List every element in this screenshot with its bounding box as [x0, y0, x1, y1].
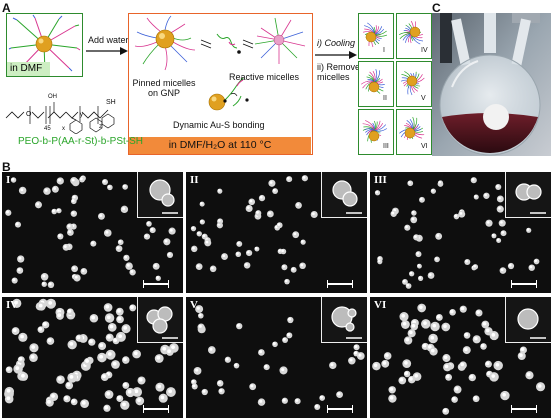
pinned-micelles-label: Pinned micelles on GNP: [132, 78, 196, 98]
sem-scale-bar-1: [143, 280, 169, 288]
micelle-scheme: [134, 15, 306, 111]
product-label-4: IV: [421, 47, 428, 54]
add-water-arrow: [86, 47, 128, 55]
sem-inset-2: [321, 172, 367, 218]
sem-panel-label-4: IV: [6, 299, 19, 311]
sem-panel-label-3: III: [374, 174, 387, 186]
product-cell-2: II: [358, 61, 394, 107]
product-cell-3: III: [358, 109, 394, 155]
panel-label-b: B: [2, 160, 11, 174]
product-label-6: VI: [421, 143, 428, 150]
sem-particles-1: [5, 175, 176, 289]
product-cell-4: IV: [396, 13, 432, 59]
structure-oh: OH: [48, 94, 57, 100]
flask-photo: [432, 13, 551, 156]
add-water-label: Add water: [88, 35, 129, 45]
sem-inset-5: [321, 297, 367, 343]
flask-illustration: [432, 13, 551, 156]
sem-scale-bar-2: [327, 280, 353, 288]
product-cell-1: I: [358, 13, 394, 59]
polymer-structure: O 45 OH x y z SH: [5, 94, 116, 134]
process-arrow: [315, 51, 357, 59]
janus-particle-4: IV: [398, 20, 428, 54]
sem-panel-label-5: V: [190, 299, 198, 311]
reaction-box: Pinned micelles on GNP Reactive micelles…: [128, 13, 313, 155]
sem-panel-label-2: II: [190, 174, 199, 186]
sem-inset-4: [137, 297, 183, 343]
product-label-1: I: [383, 47, 385, 54]
structure-45: 45: [44, 126, 51, 132]
sem-panel-4: IV: [2, 297, 183, 418]
sem-panel-3: III: [370, 172, 551, 293]
sem-particles-6: [372, 303, 546, 415]
condition-label: in DMF/H₂O at 110 °C: [129, 137, 311, 154]
sem-scale-bar-5: [327, 405, 353, 413]
sem-panel-5: V: [186, 297, 367, 418]
sem-scale-bar-3: [511, 280, 537, 288]
structure-sh: SH: [106, 99, 116, 106]
dynamic-bonding-label: Dynamic Au-S bonding: [173, 120, 265, 130]
sem-particles-5: [191, 305, 365, 410]
janus-particle-5: V: [400, 71, 426, 102]
sem-particles-2: [190, 175, 318, 285]
sem-panel-6: VI: [370, 297, 551, 418]
sem-scale-bar-4: [143, 405, 169, 413]
step-cooling-label: i) Cooling: [317, 38, 356, 48]
reactive-micelles-label: Reactive micelles: [229, 72, 300, 82]
step-remove-label: ii) Remove micelles: [317, 62, 361, 82]
sem-scale-bar-6: [511, 405, 537, 413]
product-label-2: II: [383, 95, 387, 102]
janus-particle-6: VI: [399, 116, 428, 150]
panel-label-a: A: [2, 1, 11, 15]
dmf-box: in DMF: [6, 13, 83, 77]
sem-panel-label-1: I: [6, 174, 11, 186]
janus-particle-1: I: [363, 22, 388, 54]
sem-inset-1: [137, 172, 183, 218]
product-label-5: V: [421, 95, 426, 102]
sem-particles-4: [4, 298, 179, 412]
product-label-3: III: [383, 143, 389, 150]
structure-y: y: [80, 112, 83, 118]
janus-particle-3: III: [362, 120, 389, 150]
sem-inset-3: [505, 172, 551, 218]
product-cell-5: V: [396, 61, 432, 107]
product-cell-6: VI: [396, 109, 432, 155]
sem-inset-6: [505, 297, 551, 343]
dmf-label: in DMF: [7, 62, 50, 76]
structure-oxygen: O: [26, 111, 32, 118]
janus-particle-2: II: [360, 69, 387, 102]
sem-particles-3: [374, 177, 540, 289]
sem-panel-1: I: [2, 172, 183, 293]
polymer-name-label: PEO-b-P(AA-r-St)-b-PSt-SH: [18, 136, 144, 147]
sem-panel-label-6: VI: [374, 299, 387, 311]
sem-panel-2: II: [186, 172, 367, 293]
structure-z: z: [99, 124, 102, 130]
panel-label-c: C: [432, 1, 441, 15]
structure-x: x: [62, 126, 65, 132]
